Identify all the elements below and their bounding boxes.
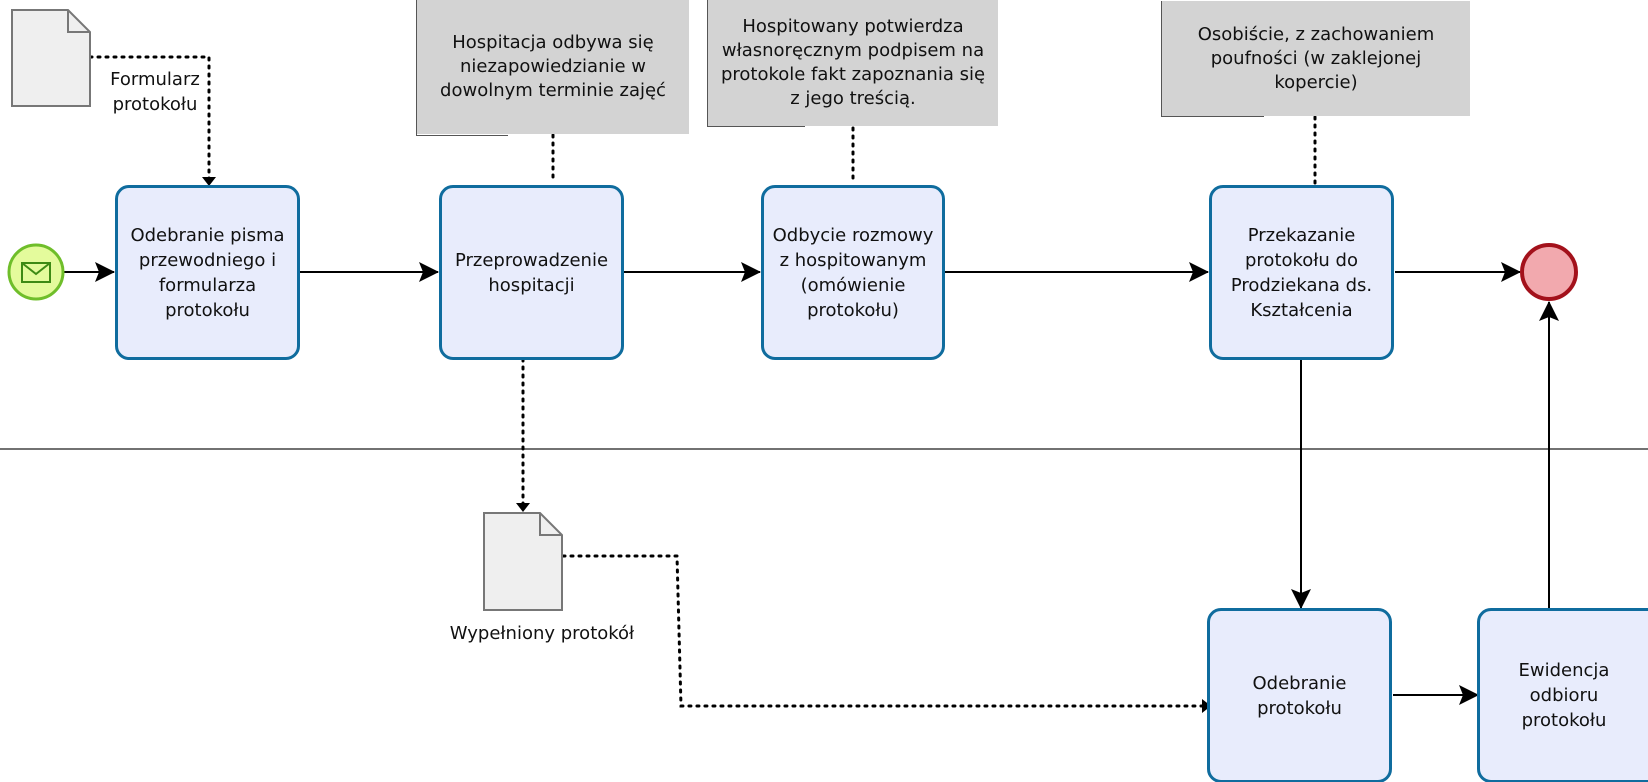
task-label: Przekazanie protokołu do Prodziekana ds.… — [1230, 224, 1373, 321]
note-bracket-hospitowany — [707, 0, 805, 127]
task-label: Ewidencja odbioru protokołu — [1518, 660, 1610, 731]
association-odebranie-protokolu-arrowhead — [1202, 699, 1211, 713]
task-przekazanie-protokolu[interactable]: Przekazanie protokołu do Prodziekana ds.… — [1209, 185, 1394, 360]
note-bracket-osobiscie — [1161, 1, 1264, 117]
note-hospitacja: Hospitacja odbywa się niezapowiedzianie … — [417, 0, 689, 134]
task-label: Przeprowadzenie hospitacji — [454, 249, 609, 296]
data-object-label-wypelniony: Wypełniony protokół — [449, 623, 635, 644]
task-label: Odebranie pisma przewodniego i formularz… — [130, 224, 285, 321]
task-odbycie-rozmowy[interactable]: Odbycie rozmowy z hospitowanym (omówieni… — [761, 185, 945, 360]
end-event[interactable] — [1520, 243, 1578, 301]
start-message-event[interactable] — [7, 243, 65, 301]
association-wypelniony-to-odebranie-protokolu — [561, 554, 1207, 708]
association-wypelniony-arrowhead — [516, 503, 530, 512]
task-odebranie-pisma[interactable]: Odebranie pisma przewodniego i formularz… — [115, 185, 300, 360]
task-odebranie-protokolu[interactable]: Odebranie protokołu — [1207, 608, 1392, 782]
task-przeprowadzenie-hospitacji[interactable]: Przeprowadzenie hospitacji — [439, 185, 624, 360]
note-hospitowany: Hospitowany potwierdza własnoręcznym pod… — [708, 0, 998, 126]
note-osobiscie: Osobiście, z zachowaniem poufności (w za… — [1162, 1, 1470, 116]
document-icon-formularz[interactable] — [11, 9, 91, 107]
data-object-label-formularz: Formularz protokołu — [110, 69, 200, 115]
document-icon-wypelniony[interactable] — [483, 512, 563, 611]
task-label: Odebranie protokołu — [1252, 672, 1347, 719]
association-formularz-arrowhead — [202, 177, 216, 186]
task-label: Odbycie rozmowy z hospitowanym (omówieni… — [772, 224, 934, 321]
note-bracket-hospitacja — [416, 0, 508, 136]
task-ewidencja-odbioru[interactable]: Ewidencja odbioru protokołu — [1477, 608, 1648, 782]
envelope-icon — [21, 262, 51, 283]
association-formularz-to-odebranie — [88, 55, 211, 185]
